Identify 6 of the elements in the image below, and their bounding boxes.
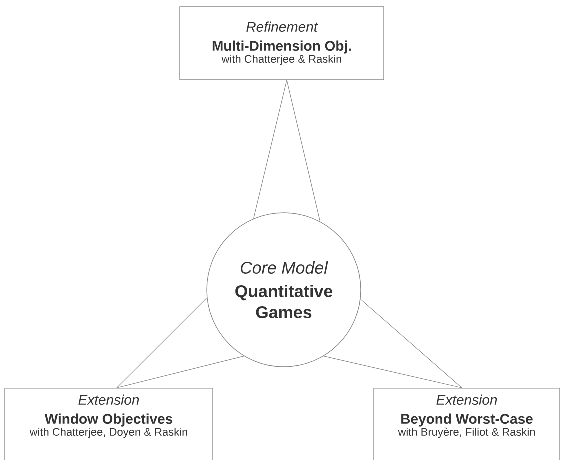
extension-box: Extension Window Objectives with Chatterjee, Doyen & Raskin <box>4 388 214 460</box>
refinement-box: Refinement Multi-Dimension Obj. with Chatterjee & Raskin <box>180 6 384 80</box>
wedge-connector <box>324 299 462 388</box>
wedge-connector <box>116 298 244 388</box>
wedge-connector <box>253 80 321 222</box>
extension-box: Extension Beyond Worst-Case with Bruyère, Filiot & Raskin <box>374 388 560 460</box>
